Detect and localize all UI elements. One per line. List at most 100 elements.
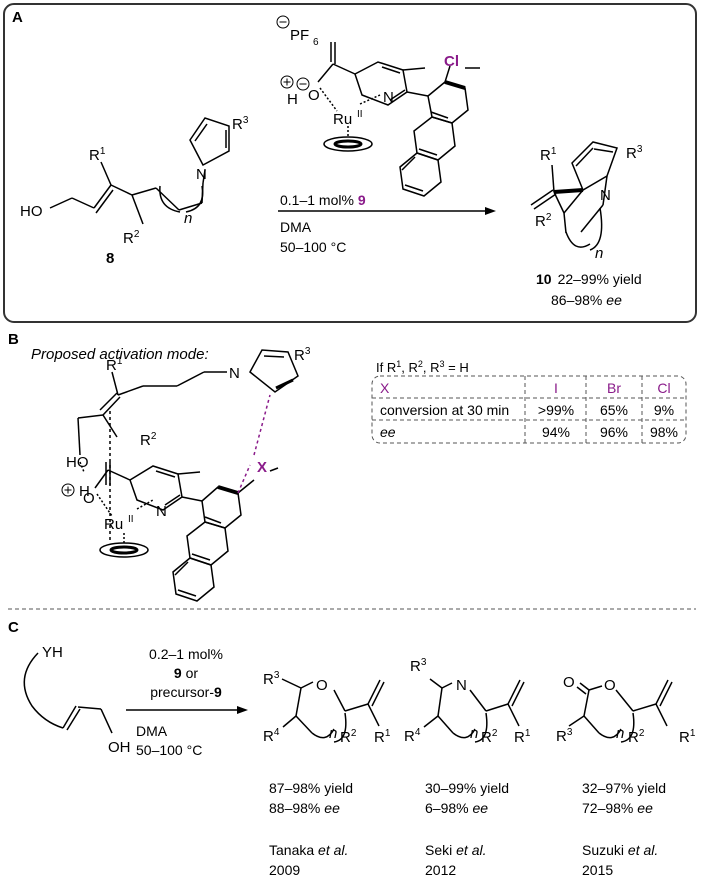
halogen-x-b: X — [257, 459, 267, 476]
product-1-year: 2009 — [269, 862, 300, 878]
r3-label-c2: R3 — [410, 657, 427, 675]
panel-b-heading: Proposed activation mode: — [31, 346, 209, 363]
table-row-conversion-label: conversion at 30 min — [380, 402, 509, 418]
table-row-ee-label: ee — [380, 424, 396, 440]
conditions-c-line1: 0.2–1 mol% — [149, 646, 223, 662]
pyridine-n-b: N — [156, 503, 167, 520]
r4-label-c2: R4 — [404, 727, 421, 745]
product-3-yield: 32–97% yield — [582, 780, 666, 796]
r3-label-b: R3 — [294, 346, 311, 364]
halogen-table — [371, 375, 687, 444]
reaction-arrow-c — [126, 706, 248, 714]
r1-label-prod: R1 — [540, 146, 557, 164]
ho-group-b: HO — [66, 454, 89, 471]
heteroatom-c2: N — [456, 677, 467, 694]
r1-label-c1: R1 — [374, 728, 391, 746]
oh-group: OH — [108, 739, 131, 756]
product-3-author: Suzuki et al. — [582, 842, 658, 858]
pyrrole-n-b: N — [229, 365, 240, 382]
product-3-year: 2015 — [582, 862, 613, 878]
proton-h-a: H — [287, 91, 298, 108]
halogen-cl-a: Cl — [444, 53, 459, 70]
lactone-carbonyl-o: O — [563, 674, 575, 691]
r2-label-b: R2 — [140, 431, 157, 449]
pf6-anion: PF 6 — [276, 15, 319, 48]
conditions-a-solvent: DMA — [280, 219, 312, 235]
n-index-c2: n — [470, 725, 478, 742]
table-condition: If R1, R2, R3 = H — [376, 359, 469, 375]
r1-label-b: R1 — [106, 356, 123, 374]
panel-c-label: C — [8, 619, 19, 636]
ruthenium-b: Ru — [104, 516, 123, 533]
r4-label-c1: R4 — [263, 727, 280, 745]
r1-label-a: R1 — [89, 146, 106, 164]
proton-h-b: H — [79, 483, 90, 500]
table-cell: 96% — [600, 424, 628, 440]
ruthenium-ox-a: II — [357, 109, 363, 120]
heteroatom-c3: O — [604, 677, 616, 694]
r2-label-c3: R2 — [628, 728, 645, 746]
n-index-c1: n — [329, 725, 337, 742]
proton-b: H — [61, 483, 90, 500]
n-index-a: n — [184, 210, 192, 227]
product-10-structure — [530, 141, 618, 251]
ho-group: HO — [20, 203, 43, 220]
pyridine-n-a: N — [383, 89, 394, 106]
n-index-prod: n — [595, 245, 603, 262]
r1-label-c3: R1 — [679, 728, 696, 746]
ruthenium-a: Ru — [333, 111, 352, 128]
table-cell: 65% — [600, 402, 628, 418]
pf-text: PF — [290, 27, 309, 44]
product-2-ee: 6–98% ee — [425, 800, 488, 816]
product-2-author: Seki et al. — [425, 842, 486, 858]
r3-label-c1: R3 — [263, 670, 280, 688]
table-cell: 94% — [542, 424, 570, 440]
table-header-i: I — [554, 380, 558, 396]
r3-label-c3: R3 — [556, 727, 573, 745]
r2-label-c2: R2 — [481, 728, 498, 746]
pf-sub: 6 — [313, 37, 319, 48]
r3-label-a: R3 — [232, 115, 249, 133]
carboxyl-o-b: O — [83, 490, 95, 507]
activation-structure — [77, 349, 299, 602]
product-1-yield: 87–98% yield — [269, 780, 353, 796]
compound-10-ee: 86–98% ee — [551, 292, 622, 308]
table-cell: 98% — [650, 424, 678, 440]
substrate-8-structure — [49, 117, 230, 225]
r1-label-c2: R1 — [514, 728, 531, 746]
conditions-c-solvent: DMA — [136, 723, 168, 739]
table-header-x: X — [380, 380, 390, 396]
product-pyrrolidine-structure — [423, 678, 525, 743]
product-thf-structure — [281, 678, 385, 743]
r3-label-prod: R3 — [626, 144, 643, 162]
ruthenium-ox-b: II — [128, 514, 134, 525]
product-2-year: 2012 — [425, 862, 456, 878]
table-header-cl: Cl — [657, 380, 670, 396]
conditions-c-line2: 9 or — [174, 665, 198, 681]
heteroatom-c1: O — [316, 677, 328, 694]
generic-substrate — [23, 652, 113, 734]
table-cell: 9% — [654, 402, 674, 418]
conditions-a-temp: 50–100 °C — [280, 239, 346, 255]
compound-8-label: 8 — [106, 250, 114, 267]
product-1-author: Tanaka et al. — [269, 842, 348, 858]
reaction-arrow-a — [278, 207, 496, 215]
carboxyl-o: O — [308, 87, 320, 104]
product-1-ee: 88–98% ee — [269, 800, 340, 816]
pyrrole-n-prod: N — [600, 187, 611, 204]
panel-a-frame — [3, 3, 697, 323]
r2-label-prod: R2 — [535, 212, 552, 230]
n-index-c3: n — [616, 725, 624, 742]
table-header-br: Br — [607, 380, 621, 396]
r2-label-a: R2 — [123, 229, 140, 247]
panel-b-label: B — [8, 331, 19, 348]
conditions-c-line3: precursor-9 — [150, 684, 222, 700]
panel-a-label: A — [12, 9, 23, 26]
catalyst-structure-a — [317, 42, 480, 197]
proton-a: H — [280, 75, 310, 108]
conditions-a-cat: 0.1–1 mol% 9 — [280, 192, 366, 208]
table-cell: >99% — [538, 402, 574, 418]
pyrrole-n-a: N — [196, 166, 207, 183]
